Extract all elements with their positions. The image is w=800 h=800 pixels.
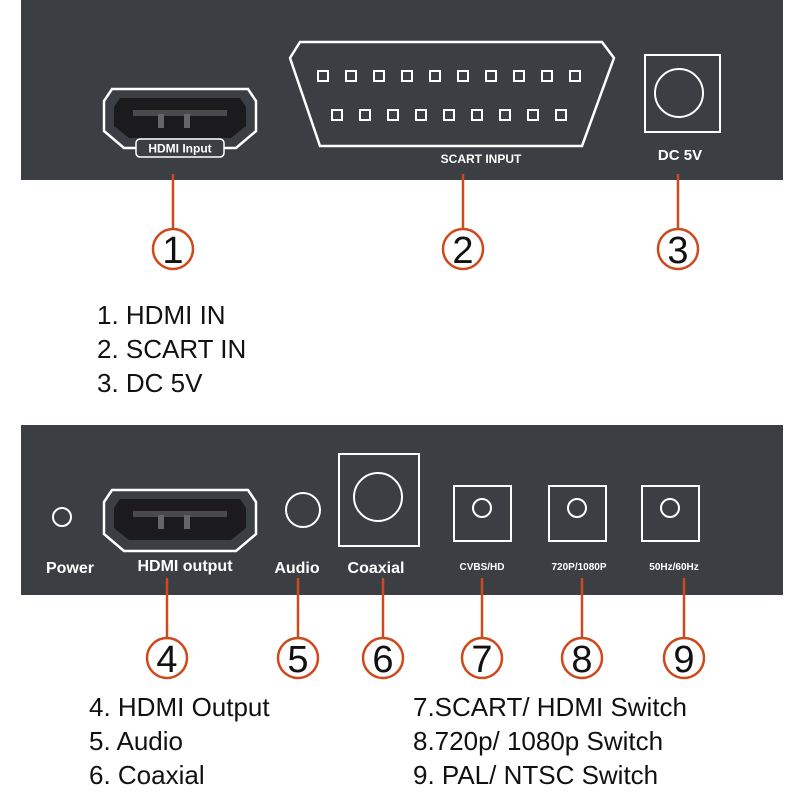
callout-1: 1 bbox=[151, 227, 195, 272]
legend-item-hdmi-output: 4. HDMI Output bbox=[89, 692, 270, 722]
resolution-label: 720P/1080P bbox=[551, 562, 606, 573]
resolution-switch: 720P/1080P bbox=[548, 485, 607, 573]
hdmi-output-label: HDMI output bbox=[137, 558, 233, 575]
dc-5v-label: DC 5V bbox=[658, 147, 702, 164]
hdmi-output-port: HDMI output bbox=[102, 488, 258, 575]
callout-5-number: 5 bbox=[287, 639, 308, 681]
scart-pins-top-row bbox=[317, 70, 581, 82]
audio-jack: Audio bbox=[274, 492, 321, 577]
cvbs-hd-switch: CVBS/HD bbox=[453, 485, 512, 573]
legend-item-scart-hdmi-switch: 7.SCART/ HDMI Switch bbox=[413, 692, 688, 722]
callout-3: 3 bbox=[656, 227, 700, 272]
scart-input-port: SCART INPUT bbox=[288, 40, 616, 166]
legend-item-pal-ntsc-switch: 9. PAL/ NTSC Switch bbox=[413, 760, 659, 790]
coaxial-label: Coaxial bbox=[348, 560, 405, 577]
callout-8: 8 bbox=[560, 636, 604, 681]
dc-power-port: DC 5V bbox=[644, 54, 721, 164]
cvbs-hd-label: CVBS/HD bbox=[459, 562, 504, 573]
legend-top: 1. HDMI IN 2. SCART IN 3. DC 5V bbox=[97, 298, 246, 400]
scart-input-label: SCART INPUT bbox=[441, 152, 522, 166]
hdmi-input-label: HDMI Input bbox=[148, 142, 211, 156]
callout-4: 4 bbox=[145, 636, 189, 681]
callout-7-number: 7 bbox=[471, 639, 492, 681]
callout-2: 2 bbox=[441, 227, 485, 272]
callout-3-number: 3 bbox=[667, 230, 688, 272]
legend-item-hdmi-in: 1. HDMI IN bbox=[97, 300, 226, 330]
frequency-switch: 50Hz/60Hz bbox=[641, 485, 700, 573]
hdmi-input-port: HDMI Input bbox=[102, 87, 258, 158]
legend-bottom-left: 4. HDMI Output 5. Audio 6. Coaxial bbox=[89, 690, 270, 792]
callout-9: 9 bbox=[662, 636, 706, 681]
legend-item-audio: 5. Audio bbox=[89, 726, 183, 756]
frequency-label: 50Hz/60Hz bbox=[649, 562, 698, 573]
legend-bottom-right: 7.SCART/ HDMI Switch 8.720p/ 1080p Switc… bbox=[413, 690, 687, 792]
callout-6: 6 bbox=[361, 636, 405, 681]
legend-item-dc-5v: 3. DC 5V bbox=[97, 368, 203, 398]
callout-7: 7 bbox=[460, 636, 504, 681]
callout-6-number: 6 bbox=[372, 639, 393, 681]
callout-4-number: 4 bbox=[156, 639, 177, 681]
callout-2-number: 2 bbox=[452, 230, 473, 272]
coaxial-jack: Coaxial bbox=[338, 453, 420, 577]
audio-label: Audio bbox=[274, 560, 320, 577]
legend-item-resolution-switch: 8.720p/ 1080p Switch bbox=[413, 726, 664, 756]
callout-1-number: 1 bbox=[162, 230, 183, 272]
legend-item-coaxial: 6. Coaxial bbox=[89, 760, 205, 790]
power-led: Power bbox=[46, 507, 94, 577]
legend-item-scart-in: 2. SCART IN bbox=[97, 334, 247, 364]
power-label: Power bbox=[46, 560, 94, 577]
callout-8-number: 8 bbox=[571, 639, 592, 681]
callout-5: 5 bbox=[276, 636, 320, 681]
scart-pins-bottom-row bbox=[331, 109, 567, 121]
callout-9-number: 9 bbox=[673, 639, 694, 681]
